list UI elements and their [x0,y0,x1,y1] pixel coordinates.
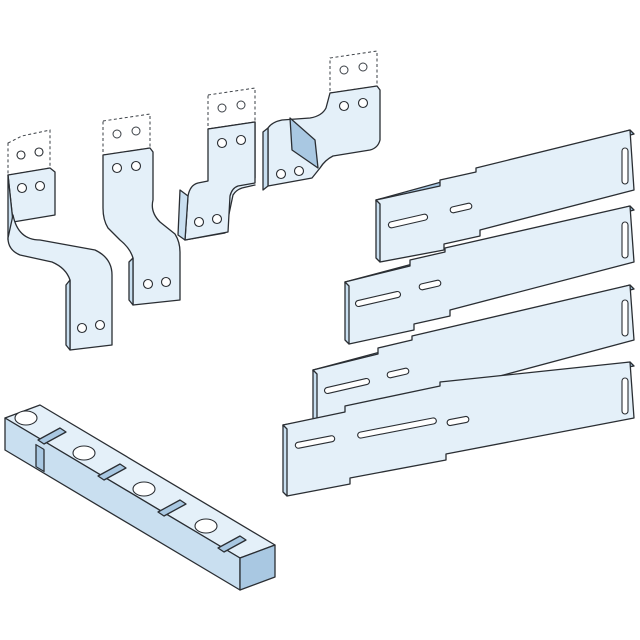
busbar-2 [344,205,635,345]
connector-3 [177,87,256,241]
connector-2 [102,113,181,306]
busbar-1 [375,129,635,263]
busbar-4 [282,361,635,497]
connector-1 [7,129,113,351]
connector-4 [262,50,381,191]
busbar-support-block [4,404,276,591]
